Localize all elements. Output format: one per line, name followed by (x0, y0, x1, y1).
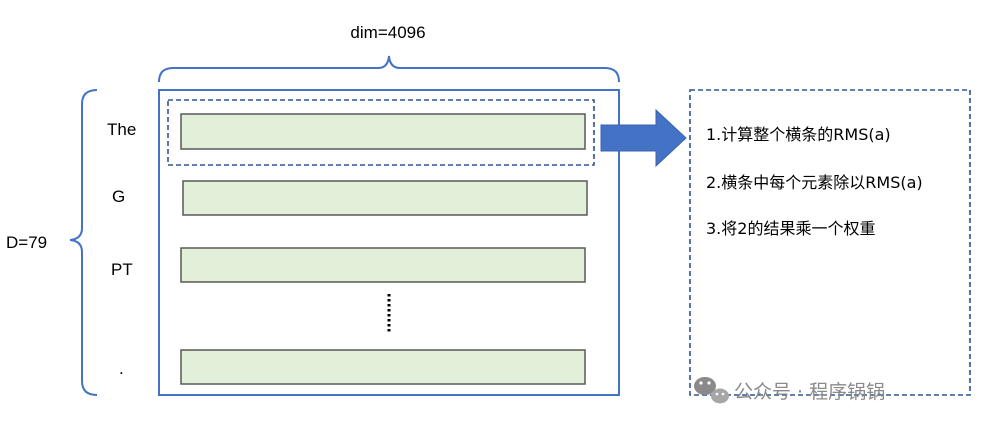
row-bar (180, 349, 586, 385)
dim-brace (158, 55, 620, 83)
row-bar (180, 247, 586, 283)
step-1: 1.计算整个横条的RMS(a) (706, 125, 891, 144)
right-arrow (600, 108, 687, 168)
token-label-g: G (112, 187, 125, 206)
row-bar (180, 113, 586, 150)
d-brace (69, 89, 98, 396)
watermark-text: 公众号 · 程序锅锅 (734, 381, 885, 403)
token-label-the: The (107, 120, 136, 139)
steps-box (689, 89, 971, 396)
highlight-row-box (167, 99, 595, 166)
row-bar (182, 180, 588, 216)
step-3: 3.将2的结果乘一个权重 (706, 219, 875, 238)
token-label-dot: . (119, 359, 124, 378)
step-2: 2.横条中每个元素除以RMS(a) (706, 173, 923, 192)
dim-label: dim=4096 (350, 23, 425, 42)
wechat-icon (694, 377, 729, 404)
token-label-pt: PT (111, 260, 133, 279)
d-label: D=79 (6, 233, 47, 252)
